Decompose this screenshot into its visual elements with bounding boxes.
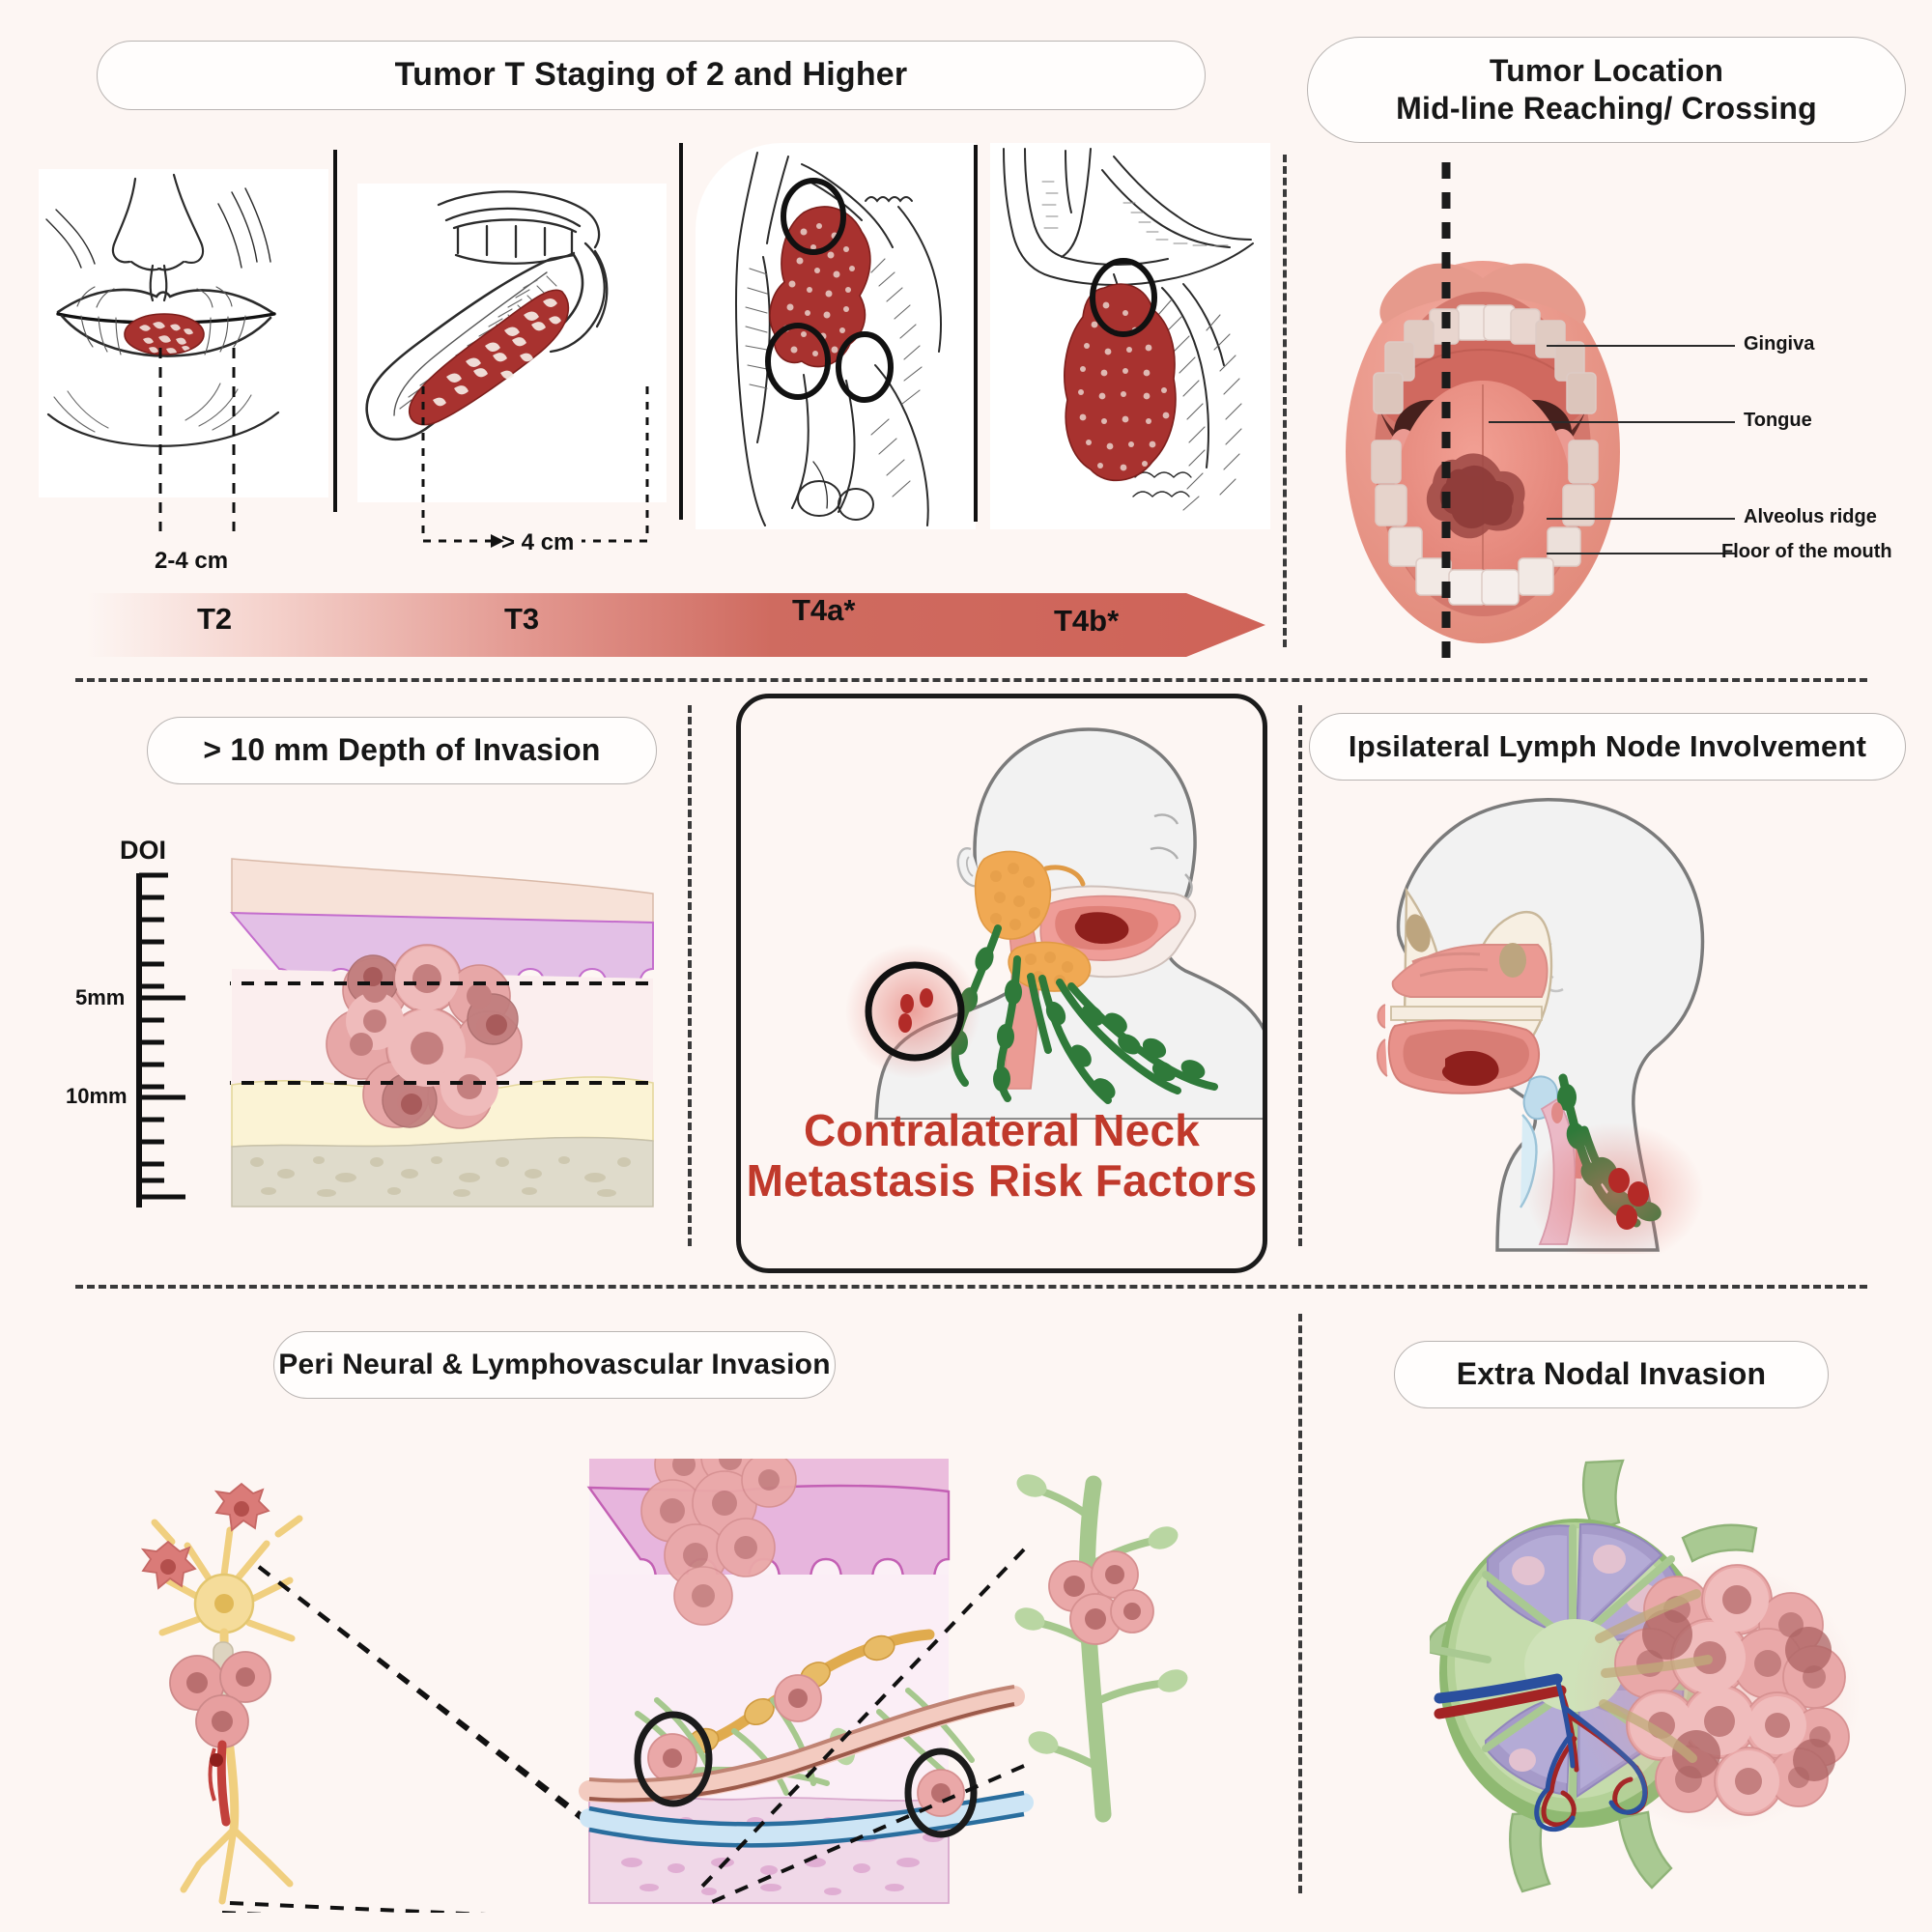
center-head-neck-svg: [845, 727, 1263, 1120]
divider-vertical-top-right: [1283, 155, 1287, 647]
doi-ruler: [136, 872, 185, 1208]
extra-nodal-title-text: Extra Nodal Invasion: [1456, 1356, 1767, 1392]
leader-alveolus-ridge: [1547, 518, 1735, 520]
stage-label-t4a: T4a*: [792, 593, 856, 627]
doi-tissue-illustration: [172, 855, 655, 1212]
t2-tumor: [124, 313, 205, 355]
stage-label-t3: T3: [504, 602, 540, 636]
ipsilateral-title: Ipsilateral Lymph Node Involvement: [1309, 713, 1906, 781]
tumor-location-title: Tumor Location Mid-line Reaching/ Crossi…: [1307, 37, 1906, 143]
perineural-title: Peri Neural & Lymphovascular Invasion: [273, 1331, 836, 1399]
open-mouth-illustration: [1338, 249, 1628, 655]
divider-vertical-mid-right: [1298, 705, 1302, 1246]
doi-title: > 10 mm Depth of Invasion: [147, 717, 657, 784]
label-gingiva: Gingiva: [1744, 333, 1815, 355]
doi-tick-5mm: 5mm: [75, 985, 126, 1009]
t4b-section-svg: [1003, 148, 1254, 511]
open-mouth-svg: [1346, 261, 1620, 643]
t3-dimension-label: > 4 cm: [501, 529, 575, 555]
t4a-section-svg: [735, 152, 942, 526]
leader-tongue: [1489, 421, 1735, 423]
leader-gingiva: [1547, 345, 1735, 347]
doi-tick-10mm: 10mm: [66, 1084, 128, 1108]
ipsilateral-title-text: Ipsilateral Lymph Node Involvement: [1348, 729, 1867, 764]
label-floor-of-mouth: Floor of the mouth: [1721, 541, 1892, 562]
divider-t2-t3: [333, 150, 337, 512]
t-staging-arrow: [87, 587, 1265, 663]
doi-tumor-cluster: [326, 944, 523, 1129]
extra-nodal-title: Extra Nodal Invasion: [1394, 1341, 1829, 1408]
divider-row2-row3: [75, 1285, 1867, 1289]
t-staging-title-text: Tumor T Staging of 2 and Higher: [394, 56, 908, 94]
doi-axis-title: DOI: [120, 836, 167, 865]
ipsilateral-head-svg: [1377, 798, 1705, 1265]
label-tongue: Tongue: [1744, 410, 1812, 431]
extra-nodal-illustration: [1424, 1459, 1884, 1903]
center-card: Contralateral Neck Metastasis Risk Facto…: [736, 694, 1267, 1273]
midline-dashed: [1441, 162, 1451, 665]
center-card-title-line2: Metastasis Risk Factors: [746, 1154, 1258, 1206]
t4b-illustration: [990, 143, 1270, 529]
divider-t4a-t4b: [974, 145, 978, 522]
neuron-detail: [140, 1482, 303, 1905]
stage-label-t4b: T4b*: [1054, 604, 1120, 638]
ipsilateral-head-illustration: [1352, 790, 1768, 1265]
t-staging-arrow-svg: [87, 593, 1265, 657]
lymphatic-detail: [1014, 1474, 1188, 1823]
divider-t3-t4a: [679, 143, 683, 520]
t-staging-title: Tumor T Staging of 2 and Higher: [97, 41, 1206, 110]
perineural-illustration: [116, 1427, 1208, 1932]
t4a-illustration: [696, 143, 976, 529]
mucosa-block: [579, 1427, 1034, 1905]
leader-floor-of-mouth: [1547, 553, 1735, 554]
t4b-tumor: [1064, 283, 1177, 482]
stage-label-t2: T2: [197, 602, 233, 636]
center-card-title-line1: Contralateral Neck: [803, 1105, 1201, 1155]
t2-illustration: [39, 169, 328, 497]
label-alveolus-ridge: Alveolus ridge: [1744, 506, 1877, 527]
t2-lips-svg: [45, 173, 280, 447]
t2-dimension-label: 2-4 cm: [155, 548, 229, 574]
tumor-location-title-line2: Mid-line Reaching/ Crossing: [1396, 91, 1817, 126]
center-card-title: Contralateral Neck Metastasis Risk Facto…: [741, 1105, 1263, 1206]
extra-nodal-svg: [1424, 1459, 1861, 1893]
tumor-location-title-line1: Tumor Location: [1489, 52, 1724, 88]
doi-tissue-svg: [172, 858, 654, 1208]
upper-teeth: [1373, 304, 1597, 414]
t3-tumor: [409, 289, 570, 426]
perineural-title-text: Peri Neural & Lymphovascular Invasion: [278, 1348, 831, 1380]
doi-title-text: > 10 mm Depth of Invasion: [203, 732, 601, 768]
t3-tongue-svg: [365, 190, 609, 440]
t2-dimension-lines: [158, 348, 236, 531]
divider-vertical-bottom: [1298, 1314, 1302, 1893]
divider-vertical-mid-left: [688, 705, 692, 1246]
divider-row1-row2: [75, 678, 1867, 682]
t3-illustration: [357, 184, 667, 502]
t3-dimension-lines: [421, 386, 649, 548]
perineural-svg: [140, 1427, 1188, 1932]
lower-teeth: [1371, 440, 1599, 606]
